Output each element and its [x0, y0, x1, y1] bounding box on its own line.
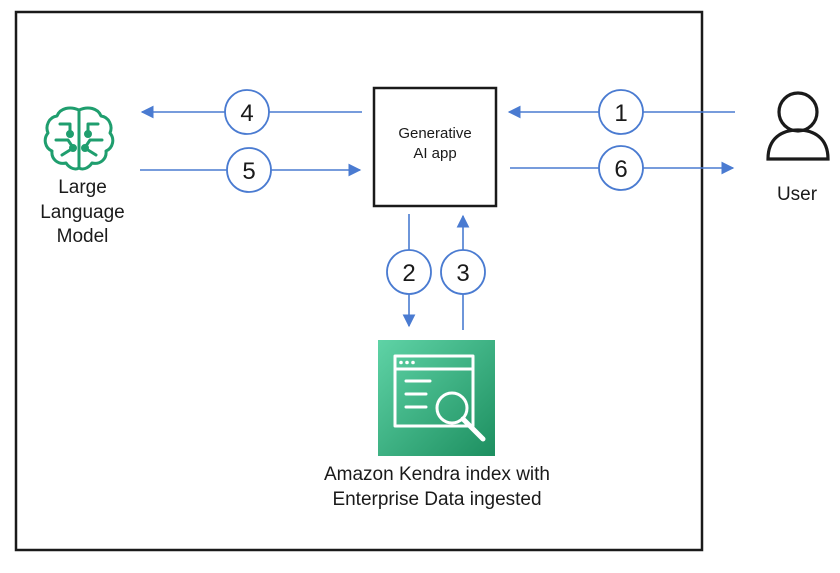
llm-label-line: Language [40, 201, 125, 223]
llm-label: Large Language Model [25, 176, 140, 250]
llm-label-line: Large [58, 177, 107, 198]
generative-ai-app-box [372, 86, 498, 208]
step-number: 5 [242, 158, 255, 185]
kendra-label: Amazon Kendra index with Enterprise Data… [262, 463, 612, 512]
step-number: 3 [456, 260, 469, 287]
kendra-label-line: Enterprise Data ingested [332, 488, 542, 510]
step-circle-6: 6 [598, 145, 644, 191]
app-label-line: AI app [413, 144, 457, 162]
step-number: 1 [614, 100, 627, 127]
system-boundary [14, 10, 704, 552]
user-label: User [776, 184, 818, 205]
step-circle-4: 4 [224, 89, 270, 135]
step-number: 4 [240, 100, 253, 127]
generative-ai-app-label: Generative AI app [374, 124, 496, 163]
llm-label-line: Model [56, 226, 109, 248]
step-number: 6 [614, 156, 627, 183]
step-circle-2: 2 [386, 249, 432, 295]
step-circle-5: 5 [226, 147, 272, 193]
user-icon [766, 91, 830, 161]
step-number: 2 [402, 260, 415, 287]
kendra-label-line: Amazon Kendra index with [323, 464, 550, 485]
brain-circuit-icon [43, 106, 115, 171]
step-circle-1: 1 [598, 89, 644, 135]
app-label-line: Generative [398, 125, 472, 142]
step-circle-3: 3 [440, 249, 486, 295]
search-document-icon [378, 340, 495, 456]
